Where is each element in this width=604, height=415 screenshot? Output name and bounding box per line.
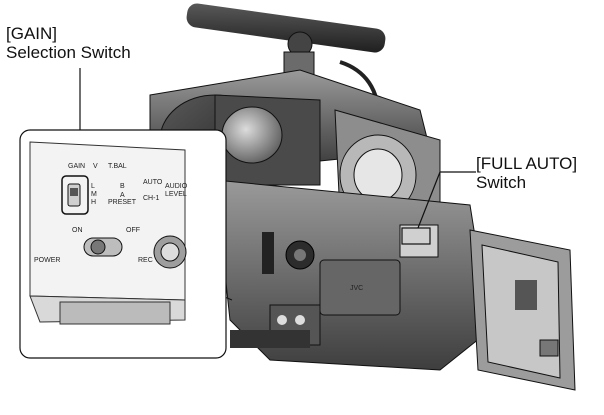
battery-mount-plate (469, 229, 576, 391)
inset-preset-text: PRESET (108, 199, 137, 206)
inset-level-text: LEVEL (165, 191, 187, 198)
inset-ch1-text: CH-1 (143, 195, 159, 202)
camera-main-body: JVC (214, 179, 491, 371)
brand-logo: JVC (350, 285, 363, 292)
gain-switch-inset: GAIN V T.BAL L M H B PRESET A AUTO CH-1 … (19, 129, 233, 359)
inset-rec-text: REC (138, 257, 153, 264)
full-auto-switch-callout: [FULL AUTO] Switch (476, 154, 577, 192)
inset-v-text: V (93, 163, 98, 170)
inset-h-text: H (91, 199, 96, 206)
inset-gain-text: GAIN (68, 163, 85, 170)
inset-l-text: L (91, 183, 95, 190)
inset-off-text: OFF (126, 227, 140, 234)
gain-callout-line2: Selection Switch (6, 43, 131, 62)
gain-callout-line1: [GAIN] (6, 24, 58, 43)
full-auto-callout-line1: [FULL AUTO] (476, 154, 578, 173)
inset-on-text: ON (72, 227, 83, 234)
inset-tbal-text: T.BAL (108, 163, 127, 170)
inset-a-text: A (120, 192, 125, 199)
inset-b-text: B (120, 183, 125, 190)
full-auto-leader-line (401, 171, 476, 245)
inset-auto-text: AUTO (143, 179, 163, 186)
inset-audio-text: AUDIO (165, 183, 188, 190)
full-auto-callout-line2: Switch (476, 173, 527, 192)
gain-switch-highlight (61, 175, 89, 215)
gain-selection-switch-callout: [GAIN] Selection Switch (6, 24, 131, 62)
inset-m-text: M (91, 191, 97, 198)
inset-power-text: POWER (34, 257, 60, 264)
